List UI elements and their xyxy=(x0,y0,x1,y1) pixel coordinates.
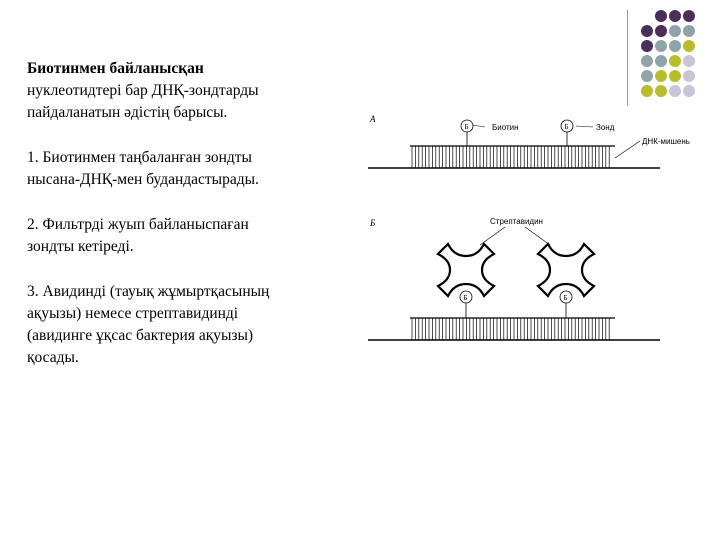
decor-dot xyxy=(655,10,667,22)
decor-dot xyxy=(669,55,681,67)
decor-dot xyxy=(655,70,667,82)
decor-dot xyxy=(669,10,681,22)
decor-dot xyxy=(683,70,695,82)
probe-label: Зонд xyxy=(596,123,615,132)
hybridization-diagram: А Биотин Зонд ДНК-мишень Б Б Б Стрептави… xyxy=(368,114,690,341)
decor-dot xyxy=(641,70,653,82)
decor-dot-grid xyxy=(641,10,695,97)
decor-dot xyxy=(683,10,695,22)
strept-pointer-1 xyxy=(479,226,506,246)
target-dna-label: ДНК-мишень xyxy=(642,137,690,146)
panel-a-tag: А xyxy=(369,114,376,124)
svg-text:Б: Б xyxy=(565,123,569,131)
decor-dot xyxy=(641,25,653,37)
decor-dot xyxy=(641,85,653,97)
biotin-marker-b2: Б xyxy=(559,290,573,318)
step-3-line-1: 3. Авидинді (тауық жұмыртқасының xyxy=(27,283,270,300)
decor-dot xyxy=(655,85,667,97)
decor-divider-line xyxy=(627,10,628,106)
streptavidin-2 xyxy=(536,242,596,298)
strept-pointer-2 xyxy=(524,226,551,246)
decor-dot xyxy=(669,70,681,82)
title-line-2: нуклеотидтері бар ДНҚ-зондтарды xyxy=(27,82,259,99)
dna-ladder-a xyxy=(368,145,660,169)
dna-ladder-b xyxy=(368,317,660,341)
decor-dot xyxy=(669,40,681,52)
decor-dot xyxy=(641,55,653,67)
step-2: 2. Фильтрді жуып байланыспаған зондты ке… xyxy=(27,214,357,258)
biotin-pointer xyxy=(471,124,486,128)
decor-dot xyxy=(669,85,681,97)
main-text: Биотинмен байланысқан нуклеотидтері бар … xyxy=(27,58,357,392)
title: Биотинмен байланысқан нуклеотидтері бар … xyxy=(27,58,357,124)
biotin-marker-a2: Б xyxy=(560,119,574,146)
decor-dot xyxy=(683,85,695,97)
step-2-line-2: зондты кетіреді. xyxy=(27,238,134,255)
streptavidin-1 xyxy=(436,242,496,298)
panel-b-tag: Б xyxy=(369,218,376,228)
step-3-line-3: (авидинге ұқсас бактерия ақуызы) xyxy=(27,327,254,344)
title-line-1: Биотинмен байланысқан xyxy=(27,60,204,77)
biotin-marker-a1: Б xyxy=(460,119,474,146)
decor-dot xyxy=(641,40,653,52)
biotin-marker-b1: Б xyxy=(459,290,473,318)
decor-dot xyxy=(683,25,695,37)
decor-dot xyxy=(655,25,667,37)
target-pointer xyxy=(614,140,641,159)
streptavidin-label: Стрептавидин xyxy=(490,217,543,226)
svg-text:Б: Б xyxy=(464,294,468,302)
svg-text:Б: Б xyxy=(465,123,469,131)
probe-pointer xyxy=(575,125,594,128)
step-1-line-2: нысана-ДНҚ-мен будандастырады. xyxy=(27,171,259,188)
decor-dot xyxy=(669,25,681,37)
svg-text:Б: Б xyxy=(564,294,568,302)
decor-dot xyxy=(655,40,667,52)
decor-dot xyxy=(655,55,667,67)
step-3: 3. Авидинді (тауық жұмыртқасының ақуызы)… xyxy=(27,281,357,369)
step-3-line-4: қосады. xyxy=(27,349,79,366)
step-1: 1. Биотинмен таңбаланған зондты нысана-Д… xyxy=(27,147,357,191)
decor-dot xyxy=(683,40,695,52)
biotin-label: Биотин xyxy=(492,123,519,132)
decor-dot xyxy=(683,55,695,67)
step-1-line-1: 1. Биотинмен таңбаланған зондты xyxy=(27,149,252,166)
step-3-line-2: ақуызы) немесе стрептавидинді xyxy=(27,305,239,322)
title-line-3: пайдаланатын әдістің барысы. xyxy=(27,104,228,121)
step-2-line-1: 2. Фильтрді жуып байланыспаған xyxy=(27,216,249,233)
